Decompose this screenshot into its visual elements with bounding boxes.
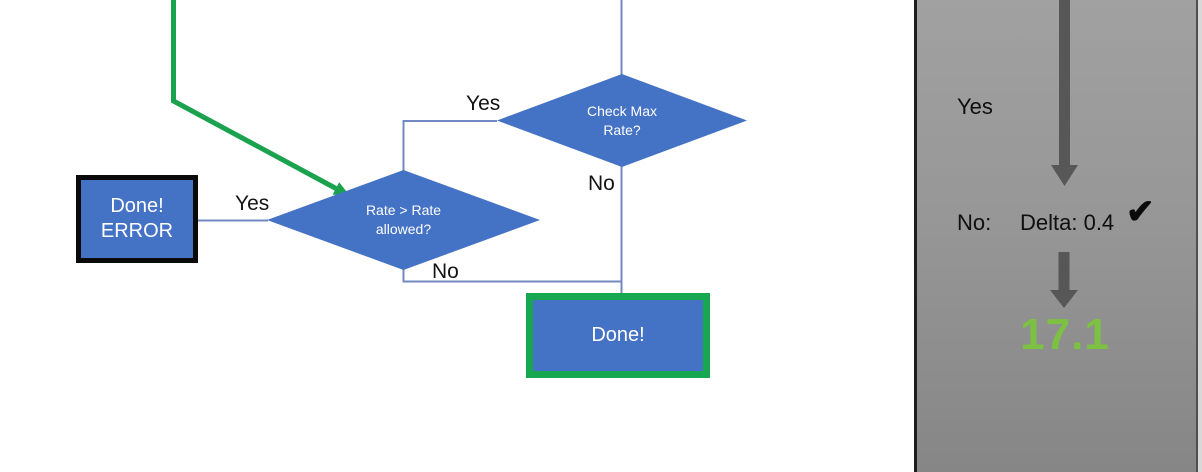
side-panel-right-highlight: [1198, 0, 1202, 472]
connector-rate-no-path: [402, 269, 622, 283]
panel-yes-label: Yes: [957, 94, 993, 119]
label-check-max-no: No: [588, 172, 615, 195]
label-check-max-yes: Yes: [466, 92, 501, 115]
green-flow-arrow-line: [171, 0, 338, 191]
panel-down-arrow-bottom-icon: [1050, 252, 1078, 308]
done-error-line2: ERROR: [100, 220, 174, 242]
panel-no-label: No:: [957, 210, 992, 235]
label-rate-allowed-no: No: [432, 260, 459, 283]
checkmark-icon: ✔: [1126, 193, 1155, 231]
done-box: Done!: [526, 293, 710, 378]
decision-rate-allowed-line2: allowed?: [375, 221, 432, 237]
done-error-line1: Done!: [110, 195, 164, 217]
panel-delta-label: Delta: 0.4: [1020, 210, 1115, 235]
decision-rate-allowed-label: Rate > Rate allowed?: [366, 201, 441, 239]
done-error-box: Done! ERROR: [76, 175, 198, 263]
decision-rate-allowed-line1: Rate > Rate: [365, 202, 442, 218]
decision-check-max-line1: Check Max: [586, 102, 658, 119]
label-rate-allowed-yes: Yes: [235, 192, 270, 215]
done-box-label: Done!: [591, 324, 645, 346]
side-panel: [914, 0, 1202, 472]
connector-check-max-yes-path: [402, 120, 497, 171]
panel-result-value: 17.1: [1020, 310, 1110, 359]
decision-check-max-line2: Rate?: [603, 121, 641, 138]
panel-down-arrow-top-icon: [1051, 0, 1078, 186]
decision-check-max-rate-label: Check Max Rate?: [587, 102, 657, 140]
side-panel-right-border: [1196, 0, 1198, 472]
side-panel-left-border: [914, 0, 917, 472]
